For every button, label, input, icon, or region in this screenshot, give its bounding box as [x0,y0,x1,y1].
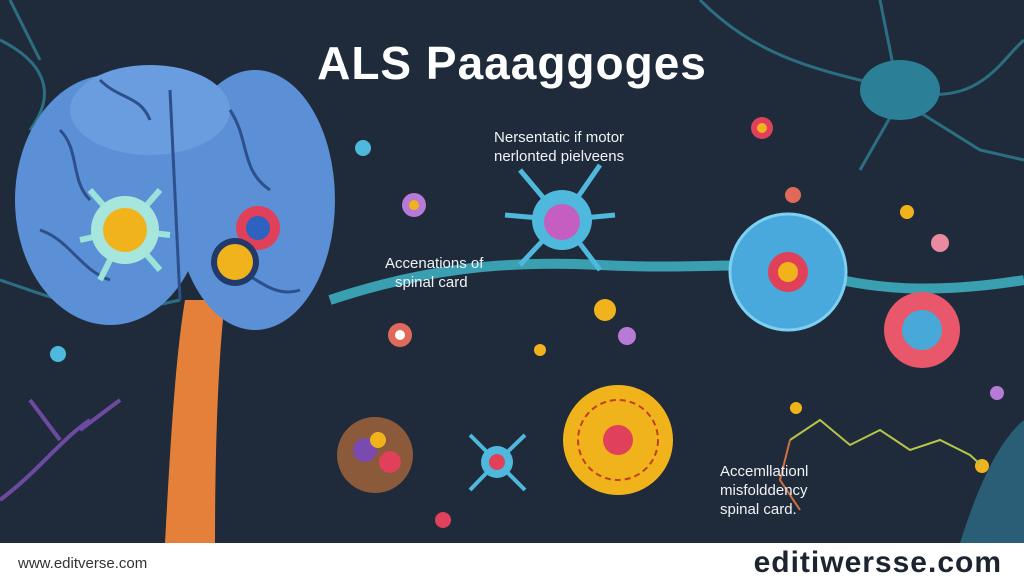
label-left-line: spinal card [395,274,468,291]
top-neuron [504,163,616,272]
brain-neuron [79,188,171,282]
label-left-line: Accenations of [385,255,484,272]
label-top-line: nerlonted pielveens [494,148,625,165]
particles [50,117,1004,528]
label-top: Nersentatic if motor nerlonted pielveens [494,128,624,166]
label-left: Accenations of spinal card [385,254,483,292]
footer-url[interactable]: www.editverse.com [18,555,148,572]
label-bottom-line: misfolddency [720,482,808,499]
label-bottom-line: spinal card. [720,501,797,518]
spinal-cord [165,300,225,543]
footer-logo-text: editiwersse.com [753,546,1002,579]
protein-aggregate [337,417,413,493]
als-illustration [0,0,1024,543]
right-neuron [728,212,848,332]
label-top-line: Nersentatic if motor [494,129,625,146]
axon [328,258,1024,305]
background-neuron-body [860,60,940,120]
illustration: ALS Paaaggoges Nersentatic if motor nerl… [0,0,1024,543]
brain [15,65,335,330]
small-blue-neuron [468,433,527,492]
page-title: ALS Paaaggoges [317,37,707,89]
misfolded-chain [789,418,983,467]
label-bottom-line: Accemllationl [720,463,809,480]
purple-nerve [0,398,122,502]
label-bottom: Accemllationl misfolddency spinal card. [720,462,808,519]
footer: www.editverse.com editiwersse.com [0,543,1024,585]
